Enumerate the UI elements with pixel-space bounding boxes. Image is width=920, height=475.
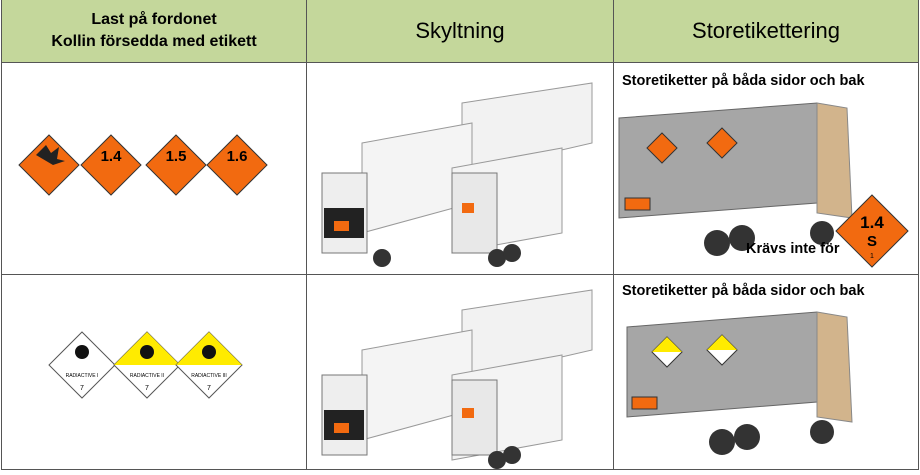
svg-text:1: 1 bbox=[870, 253, 874, 260]
explosive-labels: 1.4 1.5 1.6 bbox=[18, 134, 268, 196]
label-1-4s: 1.4 S 1 bbox=[835, 194, 909, 268]
svg-text:7: 7 bbox=[80, 385, 84, 392]
storetikett-text-2: Storetiketter på båda sidor och bak bbox=[622, 283, 865, 299]
large-label-cell-2: Storetiketter på båda sidor och bak bbox=[613, 274, 919, 470]
explosive-labels-cell: 1.4 1.5 1.6 bbox=[1, 62, 307, 275]
radioactive-label-i: RADIACTIVE I 7 bbox=[48, 331, 116, 399]
large-label-cell-1: Storetiketter på båda sidor och bak Kräv… bbox=[613, 62, 919, 275]
label-1-6: 1.6 bbox=[227, 148, 248, 165]
label-1-4: 1.4 bbox=[101, 148, 123, 165]
radioactive-label-ii: RADIACTIVE II 7 bbox=[113, 331, 181, 399]
trucks-illustration bbox=[321, 289, 593, 469]
svg-text:7: 7 bbox=[145, 385, 149, 392]
svg-text:RADIACTIVE I: RADIACTIVE I bbox=[66, 373, 99, 379]
header-line1: Last på fordonet bbox=[91, 11, 217, 28]
radioactive-labels: RADIACTIVE I 7 RADIACTIVE II 7 RADIACTIVE … bbox=[48, 331, 243, 399]
svg-text:S: S bbox=[867, 233, 877, 250]
radioactive-label-iii: RADIACTIVE III 7 bbox=[175, 331, 243, 399]
truck-with-radioactive-labels bbox=[626, 311, 853, 455]
placarding-image-2 bbox=[306, 274, 614, 470]
header-large-labels: Storetikettering bbox=[613, 0, 919, 63]
storetikett-text-1: Storetiketter på båda sidor och bak bbox=[622, 73, 865, 89]
explosive-bomb-label bbox=[18, 134, 80, 196]
exception-text: Krävs inte för bbox=[746, 241, 840, 257]
svg-text:7: 7 bbox=[207, 385, 211, 392]
svg-text:1.4: 1.4 bbox=[860, 213, 884, 232]
placarding-image-1 bbox=[306, 62, 614, 275]
svg-text:RADIACTIVE II: RADIACTIVE II bbox=[130, 373, 164, 379]
svg-text:RADIACTIVE III: RADIACTIVE III bbox=[191, 373, 227, 379]
trucks-illustration bbox=[321, 82, 593, 267]
radioactive-labels-cell: RADIACTIVE I 7 RADIACTIVE II 7 RADIACTIVE … bbox=[1, 274, 307, 470]
truck-with-explosive-labels bbox=[618, 102, 853, 256]
header-placarding: Skyltning bbox=[306, 0, 614, 63]
header-line2: Kollin försedda med etikett bbox=[51, 33, 257, 50]
label-1-5: 1.5 bbox=[166, 148, 187, 165]
